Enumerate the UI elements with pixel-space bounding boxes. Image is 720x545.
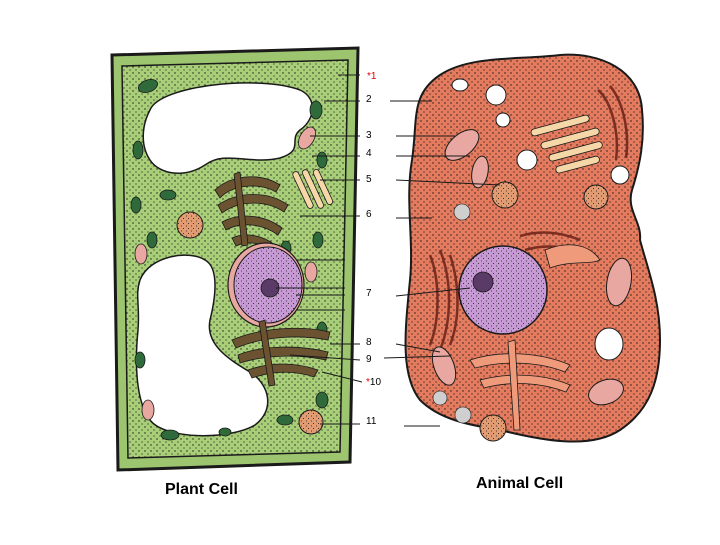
animal-granules xyxy=(479,181,609,442)
animal-vesicles xyxy=(432,203,472,424)
label-7: 7 xyxy=(366,288,372,300)
plant-vesicles xyxy=(176,211,324,435)
label-10: *10 xyxy=(366,377,381,389)
animal-tubes xyxy=(530,114,603,174)
label-5-text: 5 xyxy=(366,174,372,185)
plant-golgi-lower xyxy=(231,319,331,387)
plant-mitochondria xyxy=(134,126,318,421)
label-11: 11 xyxy=(366,416,376,428)
label-1-star: * xyxy=(367,71,371,82)
label-6: 6 xyxy=(366,209,372,221)
label-8-text: 8 xyxy=(366,337,372,348)
label-7-text: 7 xyxy=(366,288,372,299)
label-9-text: 9 xyxy=(366,354,372,365)
label-2-text: 2 xyxy=(366,94,372,105)
animal-smooth-er xyxy=(469,244,601,431)
plant-vacuole-lower xyxy=(135,254,269,437)
animal-vacuoles xyxy=(451,78,630,361)
label-2: 2 xyxy=(366,94,372,106)
label-3-text: 3 xyxy=(366,130,372,141)
plant-cell xyxy=(110,46,360,472)
label-4-text: 4 xyxy=(366,148,372,159)
label-4: 4 xyxy=(366,148,372,160)
label-3: 3 xyxy=(366,130,372,142)
leader-lines xyxy=(276,74,501,427)
label-5: 5 xyxy=(366,174,372,186)
plant-tubes xyxy=(292,169,334,209)
label-9: 9 xyxy=(366,354,372,366)
label-11-text: 11 xyxy=(366,416,377,427)
label-10-text: 10 xyxy=(369,377,382,388)
animal-nucleus xyxy=(458,245,548,335)
label-1-text: 1 xyxy=(370,71,377,82)
plant-vacuole-upper xyxy=(142,82,314,174)
label-8: 8 xyxy=(366,337,372,349)
plant-nucleus xyxy=(227,242,305,328)
animal-cell-caption: Animal Cell xyxy=(476,475,564,492)
label-6-text: 6 xyxy=(366,209,372,220)
label-1: *1 xyxy=(367,71,376,83)
animal-cell xyxy=(404,53,662,443)
label-10-star: * xyxy=(366,377,370,388)
plant-cell-caption: Plant Cell xyxy=(165,481,238,498)
